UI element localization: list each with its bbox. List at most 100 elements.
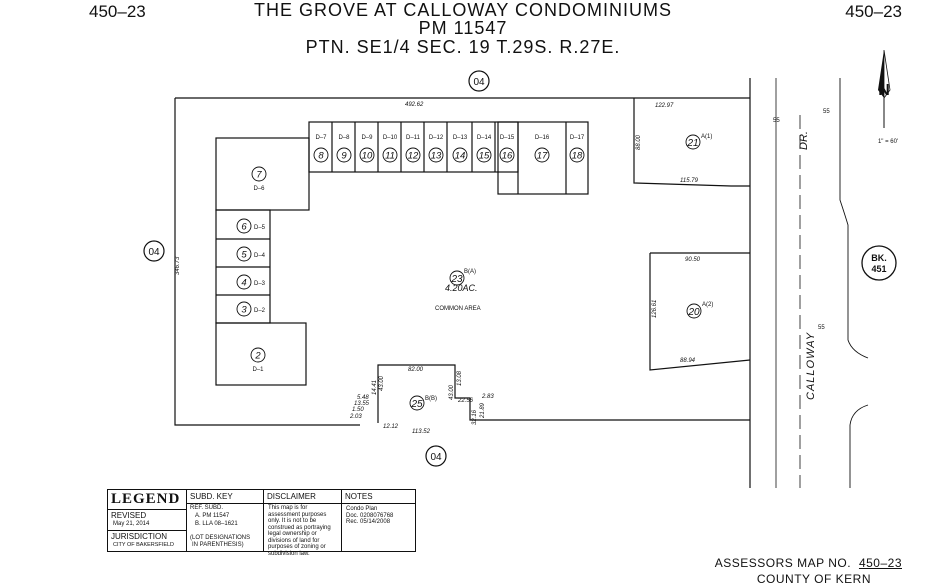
parcel-5[interactable]: 5 bbox=[236, 246, 252, 262]
common-area-parcel[interactable]: 23 B(A) 4.20AC. COMMON AREA bbox=[435, 269, 481, 312]
dim-label: 13.55 bbox=[354, 401, 370, 407]
unit-label: D–7 bbox=[315, 135, 327, 141]
parcel-number: 12 bbox=[408, 151, 419, 162]
dim-label: 22.56 bbox=[457, 398, 474, 404]
svg-text:23: 23 bbox=[450, 274, 463, 285]
unit-label: D–11 bbox=[406, 135, 421, 141]
legend-column-main: LEGEND REVISED May 21, 2014 JURISDICTION… bbox=[108, 490, 187, 551]
road-width: 55 bbox=[818, 325, 825, 331]
dim-label: 1.50 bbox=[352, 407, 364, 413]
dim-label: 346.73 bbox=[175, 256, 181, 275]
legend-column-subd: SUBD. KEY REF. SUBD. A. PM 11547 B. LLA … bbox=[187, 490, 264, 551]
svg-text:4.20AC.: 4.20AC. bbox=[445, 283, 478, 293]
parcel-11[interactable]: 11 bbox=[382, 147, 398, 163]
parcel-14[interactable]: 14 bbox=[452, 147, 468, 163]
parcel-7[interactable]: 7 bbox=[251, 166, 267, 182]
unit-label: D–13 bbox=[453, 135, 468, 141]
disclaimer-line: divisions of land for bbox=[268, 537, 320, 544]
road-name: CALLOWAY bbox=[805, 332, 817, 400]
unit-label: D–8 bbox=[338, 135, 350, 141]
parcel-2[interactable]: 2 bbox=[250, 347, 266, 363]
north-arrow-icon bbox=[878, 49, 891, 128]
parcel-number: 5 bbox=[241, 250, 247, 261]
dim-label: 90.50 bbox=[685, 257, 701, 263]
disclaimer-line: legal ownership or bbox=[268, 531, 317, 537]
dim-label: 5.48 bbox=[357, 395, 369, 401]
unit-label: D–12 bbox=[429, 135, 444, 141]
parcel-8[interactable]: 8 bbox=[313, 147, 329, 163]
dim-label: 2.03 bbox=[349, 414, 362, 420]
subd-key-title: SUBD. KEY bbox=[190, 492, 233, 501]
svg-text:04: 04 bbox=[430, 452, 442, 463]
revised-label: REVISED bbox=[111, 511, 147, 520]
book-reference: BK. 451 bbox=[861, 245, 897, 281]
top-units-block bbox=[308, 121, 519, 173]
parcel-3[interactable]: 3 bbox=[236, 301, 252, 317]
dim-label: 14.41 bbox=[372, 380, 378, 395]
parcel-20[interactable]: 20 A(2) bbox=[686, 302, 713, 319]
unit-label: D–1 bbox=[252, 367, 264, 373]
subd-entry-b: B. LLA 08–1621 bbox=[195, 521, 238, 527]
map-title: THE GROVE AT CALLOWAY CONDOMINIUMS bbox=[253, 0, 673, 20]
parcel-10[interactable]: 10 bbox=[359, 147, 375, 163]
disclaimer-title: DISCLAIMER bbox=[267, 492, 316, 501]
map-number-value: 450–23 bbox=[858, 556, 902, 570]
parcel-17[interactable]: 17 bbox=[534, 147, 550, 163]
area-code-bottom: 04 bbox=[425, 445, 447, 467]
svg-text:04: 04 bbox=[148, 247, 160, 258]
svg-text:21: 21 bbox=[686, 138, 698, 149]
unit-label: D–10 bbox=[383, 135, 398, 141]
svg-text:COMMON AREA: COMMON AREA bbox=[435, 306, 481, 312]
unit-label: D–5 bbox=[254, 225, 266, 231]
parcel-4[interactable]: 4 bbox=[236, 274, 252, 290]
parcel-25[interactable]: 25 B(B) bbox=[409, 395, 437, 411]
dim-label: 122.97 bbox=[655, 103, 674, 109]
disclaimer-line: only. It is not to be bbox=[268, 518, 317, 524]
subd-note: IN PARENTHESIS) bbox=[192, 542, 244, 548]
assessor-map-number: ASSESSORS MAP NO. 450–23 bbox=[715, 556, 902, 570]
parcel-16[interactable]: 16 bbox=[499, 147, 515, 163]
parcel-6[interactable]: 6 bbox=[236, 218, 252, 234]
parcel-13[interactable]: 13 bbox=[428, 147, 444, 163]
svg-text:20: 20 bbox=[687, 307, 700, 318]
disclaimer-line: This map is for bbox=[268, 505, 308, 511]
parcel-number: 11 bbox=[385, 151, 395, 162]
svg-text:B(A): B(A) bbox=[464, 269, 476, 275]
parcel-12[interactable]: 12 bbox=[405, 147, 421, 163]
dim-label: 13.08 bbox=[457, 370, 463, 386]
top-units-block-right bbox=[497, 121, 589, 195]
area-code-left: 04 bbox=[143, 240, 165, 262]
map-subtitle: PM 11547 bbox=[418, 18, 508, 38]
unit-label: D–16 bbox=[535, 135, 550, 141]
parcel-number: 8 bbox=[318, 151, 324, 162]
map-scale: 1" = 60' bbox=[878, 139, 898, 145]
dim-label: 82.00 bbox=[408, 367, 424, 373]
unit-label: D–17 bbox=[570, 135, 585, 141]
parcel-9[interactable]: 9 bbox=[336, 147, 352, 163]
jurisdiction-label: JURISDICTION bbox=[111, 532, 167, 541]
parcel-18[interactable]: 18 bbox=[569, 147, 585, 163]
svg-text:B(B): B(B) bbox=[425, 396, 437, 402]
revised-date: May 21, 2014 bbox=[113, 521, 150, 527]
dim-label: 88.94 bbox=[680, 358, 696, 364]
parcel-number: 15 bbox=[479, 151, 490, 162]
unit-label: D–15 bbox=[500, 135, 515, 141]
dim-label: 492.62 bbox=[405, 102, 424, 108]
parcel-number: 16 bbox=[502, 151, 513, 162]
subd-header: REF. SUBD. bbox=[190, 505, 224, 511]
parcel-number: 9 bbox=[341, 151, 347, 162]
road-suffix: DR. bbox=[798, 131, 810, 150]
disclaimer-line: purposes of zoning or bbox=[268, 544, 326, 550]
unit-label: D–9 bbox=[361, 135, 373, 141]
dim-label: 2.83 bbox=[481, 394, 494, 400]
notes-line: Condo Plan bbox=[346, 506, 378, 512]
parcel-15[interactable]: 15 bbox=[476, 147, 492, 163]
dim-label: 126.61 bbox=[652, 300, 658, 318]
parcel-21[interactable]: 21 A(1) bbox=[685, 134, 712, 150]
dim-label: 12.12 bbox=[383, 424, 399, 430]
unit-label: D–14 bbox=[477, 135, 492, 141]
parcel-number: 10 bbox=[362, 151, 373, 162]
